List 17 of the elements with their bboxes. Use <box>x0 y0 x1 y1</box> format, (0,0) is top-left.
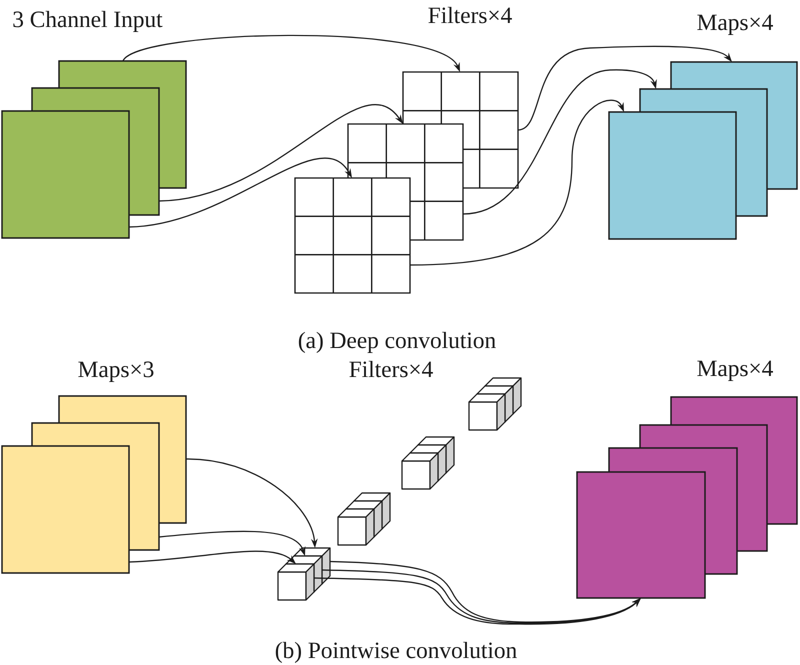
heading: Maps×3 <box>78 362 154 382</box>
arrow <box>462 69 657 215</box>
filter-grid <box>294 177 411 294</box>
arrow <box>128 158 352 228</box>
heading: Maps×4 <box>697 360 773 381</box>
heading: 3 Channel Input <box>13 10 162 32</box>
feature-map <box>608 111 737 240</box>
heading: Filters×4 <box>349 360 433 378</box>
feature-map <box>1 110 130 239</box>
arrow <box>158 104 403 202</box>
caption: (a) Deep convolution <box>298 332 496 353</box>
caption: (b) Pointwise convolution <box>276 642 517 663</box>
heading: Filters×4 <box>428 6 512 24</box>
feature-map <box>1 445 130 574</box>
heading: Maps×4 <box>697 14 773 35</box>
feature-map <box>576 471 706 599</box>
arrow <box>410 100 624 266</box>
